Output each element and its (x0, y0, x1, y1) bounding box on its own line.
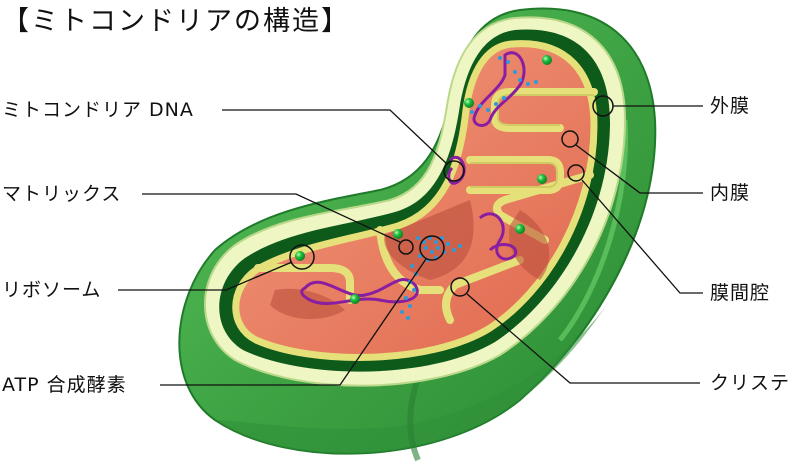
page-title: 【ミトコンドリアの構造】 (2, 6, 350, 37)
cristae (254, 88, 598, 324)
label-atp-synthase: ATP 合成酵素 (2, 374, 127, 396)
label-outer-membrane: 外膜 (710, 95, 751, 117)
label-intermembrane-space: 膜間腔 (710, 282, 771, 304)
label-inner-membrane: 内膜 (710, 182, 751, 204)
atp-synthase-particles (400, 56, 538, 320)
matrix-region (232, 40, 598, 361)
label-ribosome: リボソーム (2, 279, 102, 301)
ribosomes (295, 55, 552, 304)
label-mitochondrial-dna: ミトコンドリア DNA (2, 99, 194, 121)
leader-lines (118, 105, 703, 386)
callout-circles (289, 95, 614, 297)
atp-synthase-highlight (419, 235, 445, 261)
label-cristae: クリステ (710, 372, 791, 394)
label-matrix: マトリックス (2, 183, 122, 205)
